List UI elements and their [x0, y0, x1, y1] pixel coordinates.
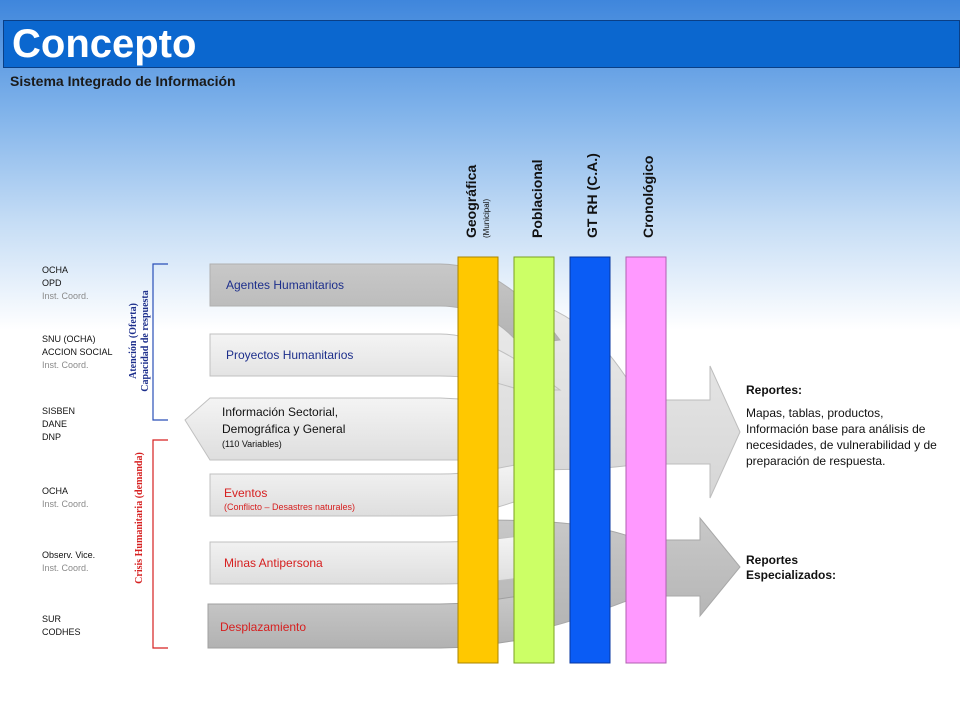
- flow-desplazamiento-label: Desplazamiento: [220, 620, 307, 634]
- flow-informacion-sub: (110 Variables): [222, 439, 282, 449]
- source-group-1: OCHA OPD Inst. Coord.: [42, 265, 89, 301]
- page-subtitle: Sistema Integrado de Información: [10, 73, 236, 89]
- column-gtrh-bar: [569, 256, 611, 664]
- source-group-4: OCHA Inst. Coord.: [42, 486, 89, 509]
- column-geografica-bar: [457, 256, 499, 664]
- column-geografica-label: Geográfica: [463, 164, 479, 238]
- flow-informacion-label-1: Información Sectorial,: [222, 405, 339, 419]
- bracket-oferta-label: Atención (Oferta) Capacidad de respuesta: [128, 290, 151, 392]
- source-group-5: Observ. Vice. Inst. Coord.: [42, 550, 96, 573]
- flow-minas-label: Minas Antipersona: [224, 556, 323, 570]
- page-title: Concepto: [12, 22, 197, 66]
- column-geografica-sub: (Municipal): [482, 198, 491, 238]
- flow-eventos-label: Eventos: [224, 486, 268, 500]
- source-group-6: SUR CODHES: [42, 614, 81, 637]
- flow-proyectos-label: Proyectos Humanitarios: [226, 348, 354, 362]
- bracket-demanda-label: Crisis Humanitaria (demanda): [134, 452, 145, 584]
- bracket-demanda: [152, 439, 168, 649]
- reportes-title: Reportes:: [746, 383, 803, 397]
- title-bar: Concepto: [3, 20, 960, 68]
- flow-informacion-label-2: Demográfica y General: [222, 422, 346, 436]
- source-group-3: SISBEN DANE DNP: [42, 406, 76, 442]
- source-group-2: SNU (OCHA) ACCION SOCIAL Inst. Coord.: [42, 334, 113, 370]
- column-cronologico-label: Cronológico: [640, 155, 656, 238]
- reportes-body: Mapas, tablas, productos, Información ba…: [746, 406, 937, 468]
- bracket-oferta: [152, 263, 168, 421]
- flow-eventos-sub: (Conflicto – Desastres naturales): [224, 502, 356, 512]
- column-poblacional-bar: [513, 256, 555, 664]
- especializados-title-2: Especializados:: [746, 568, 837, 582]
- column-poblacional-label: Poblacional: [529, 159, 545, 238]
- especializados-title-1: Reportes: [746, 553, 799, 567]
- flow-agentes-label: Agentes Humanitarios: [226, 278, 345, 292]
- column-gtrh-label: GT RH (C.A.): [584, 153, 600, 238]
- column-cronologico-bar: [625, 256, 667, 664]
